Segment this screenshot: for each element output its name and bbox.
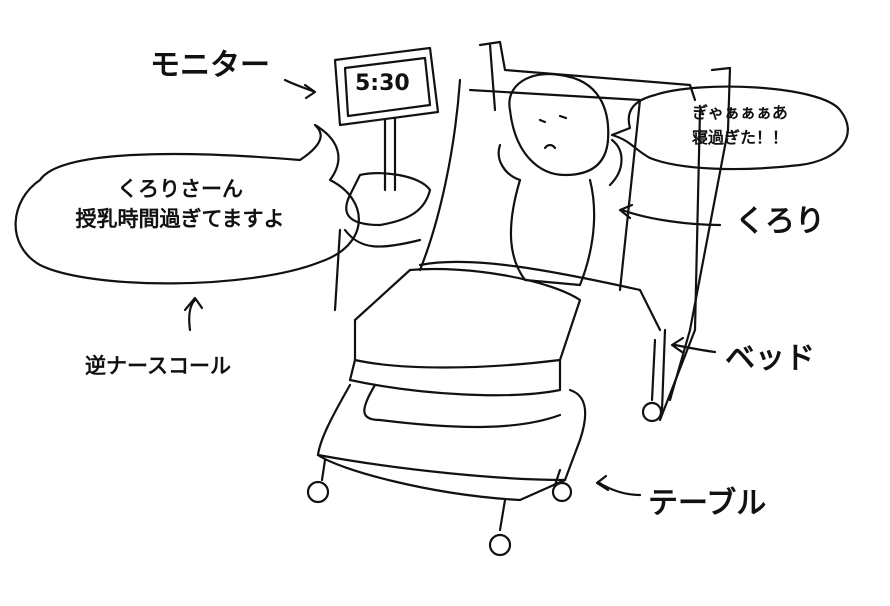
speech-right-line2: 寝過ぎた！！: [691, 128, 788, 147]
caster-wheel: [306, 480, 330, 504]
speech-bubble-left: [14, 123, 360, 285]
speech-right-text: ぎゃぁぁぁあ 寝過ぎた！！: [660, 100, 820, 150]
person-body: [509, 178, 596, 287]
label-nurse-call: 逆ナースコール: [85, 354, 231, 378]
speech-left-text: くろりさーん 授乳時間過ぎてますよ: [55, 174, 305, 234]
overbed-table: [316, 383, 587, 482]
label-bed: ベッド: [725, 341, 815, 376]
label-kurori: くろり: [735, 204, 825, 239]
speech-left-line1: くろりさーん: [117, 177, 243, 201]
blanket: [353, 267, 582, 369]
person-head: [508, 72, 610, 177]
arrow-bed: [670, 336, 717, 354]
caster-wheel: [641, 401, 663, 423]
caster-wheel: [488, 533, 512, 557]
speech-right-line1: ぎゃぁぁぁあ: [692, 103, 788, 122]
label-table: テーブル: [648, 486, 767, 521]
arrow-kurori: [618, 203, 722, 227]
speech-left-line2: 授乳時間過ぎてますよ: [75, 207, 285, 231]
monitor-time-display: 5:30: [355, 71, 410, 96]
label-monitor: モニター: [150, 48, 270, 83]
monitor-frame: [333, 46, 440, 127]
caster-wheel: [551, 481, 573, 503]
arrow-nurse-call: [183, 296, 204, 332]
arrow-table: [595, 474, 642, 497]
speech-bubble-right: [610, 85, 849, 171]
arrow-monitor: [283, 78, 317, 100]
